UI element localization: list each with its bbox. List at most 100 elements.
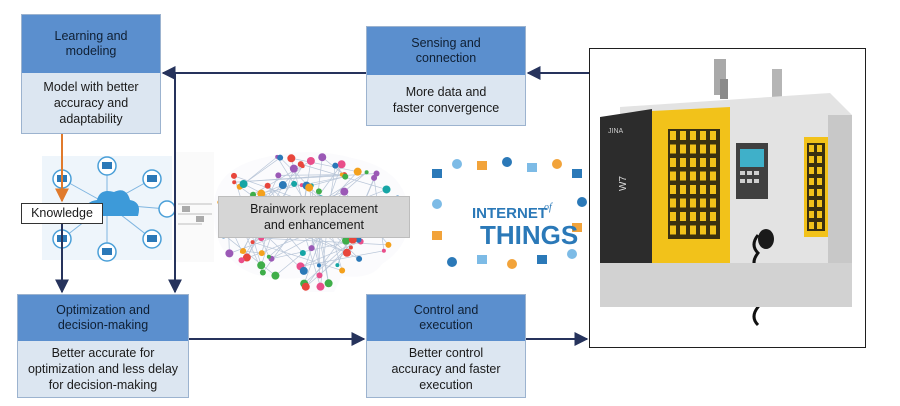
brain-node	[348, 245, 353, 250]
brain-node	[306, 156, 315, 165]
iot-logo-line1: INTERNET	[472, 205, 547, 222]
brain-node	[297, 161, 304, 168]
side-window-cell	[809, 167, 814, 174]
brain-node	[257, 189, 266, 198]
machine-tool-photo: JINA W7	[589, 48, 866, 348]
brain-node	[335, 263, 340, 268]
brain-link	[275, 252, 304, 276]
brain-node	[332, 162, 339, 169]
iot-icon	[507, 259, 517, 269]
brain-node	[305, 183, 314, 192]
door-window-cell	[690, 212, 696, 221]
brain-node	[242, 253, 251, 262]
brain-link	[278, 174, 342, 176]
iot-icon	[567, 249, 577, 259]
brain-node	[316, 282, 325, 291]
brain-node	[259, 269, 266, 276]
brain-link	[234, 174, 342, 183]
brain-node	[371, 174, 378, 181]
brain-node	[339, 267, 346, 274]
door-window-cell	[670, 212, 676, 221]
brain-node	[364, 170, 369, 175]
door-window-cell	[700, 131, 706, 140]
box-description: Model with better accuracy and adaptabil…	[43, 80, 139, 126]
iot-icon	[432, 169, 442, 178]
iot-icon	[572, 223, 582, 232]
brain-node	[238, 257, 245, 264]
knowledge-label: Knowledge	[21, 203, 103, 224]
brain-node	[316, 272, 323, 279]
machine-tool-illustration: JINA W7	[600, 59, 852, 327]
box-description: More data and faster convergence	[392, 85, 500, 115]
brain-node	[324, 279, 333, 288]
door-window-cell	[700, 158, 706, 167]
door-window-cell	[670, 198, 676, 208]
side-window-cell	[809, 222, 814, 229]
door-window-cell	[700, 212, 706, 221]
iot-icon	[447, 257, 457, 267]
brain-node	[342, 236, 351, 245]
side-window-cell	[817, 222, 822, 229]
door-window-cell	[700, 225, 706, 235]
door-window-cell	[680, 198, 686, 208]
side-window-cell	[817, 167, 822, 174]
door-window-cell	[700, 171, 706, 181]
brain-link	[252, 176, 346, 196]
brain-node	[291, 180, 298, 187]
brain-node	[342, 173, 349, 180]
brain-link	[311, 176, 346, 186]
door-window-cell	[690, 171, 696, 181]
brain-node	[382, 185, 391, 194]
brain-node	[250, 240, 255, 245]
door-window-cell	[690, 131, 696, 140]
door-window-cell	[700, 185, 706, 194]
learning-and-modeling-box: Learning and modeling Model with better …	[21, 14, 161, 134]
brain-node	[277, 154, 284, 161]
side-window-cell	[817, 156, 822, 163]
brain-node	[381, 248, 386, 253]
brain-node	[271, 271, 280, 280]
control-and-execution-box: Control and execution Better control acc…	[366, 294, 526, 398]
brain-node	[258, 250, 265, 257]
iot-icons-illustration: INTERNET of THINGS	[427, 154, 590, 274]
brain-node	[308, 245, 315, 252]
machine-model-label: W7	[618, 176, 629, 191]
iot-icon	[552, 159, 562, 169]
door-window-cell	[690, 158, 696, 167]
door-window-cell	[680, 131, 686, 140]
brain-node	[287, 154, 296, 163]
door-window-cell	[710, 225, 716, 235]
iot-icon	[502, 157, 512, 167]
box-description: Better accurate for optimization and les…	[27, 346, 179, 392]
brain-node	[318, 153, 327, 162]
side-window-cell	[817, 178, 822, 185]
brain-node	[299, 250, 306, 257]
side-window-cell	[809, 200, 814, 207]
iot-icon	[577, 197, 587, 207]
iot-icon	[537, 255, 547, 264]
brain-node	[373, 170, 380, 177]
brain-node	[257, 261, 266, 270]
brain-node	[342, 248, 351, 257]
circuit-illustration	[174, 152, 214, 262]
brain-node	[301, 282, 310, 291]
door-window-cell	[700, 198, 706, 208]
box-title: Sensing and connection	[367, 27, 525, 75]
brain-node	[337, 160, 346, 169]
brain-node	[385, 241, 392, 248]
brain-label: Brainwork replacement and enhancement	[218, 196, 410, 238]
brain-node	[240, 248, 247, 255]
brain-link	[261, 237, 389, 246]
door-window-cell	[690, 144, 696, 154]
door-window-cell	[710, 212, 716, 221]
door-window-cell	[680, 158, 686, 167]
door-window-cell	[710, 198, 716, 208]
brain-node	[266, 254, 271, 259]
side-window-cell	[817, 145, 822, 152]
brain-node	[315, 188, 322, 195]
iot-icon	[452, 159, 462, 169]
svg-text:JINA: JINA	[608, 128, 624, 135]
brain-node	[264, 182, 271, 189]
